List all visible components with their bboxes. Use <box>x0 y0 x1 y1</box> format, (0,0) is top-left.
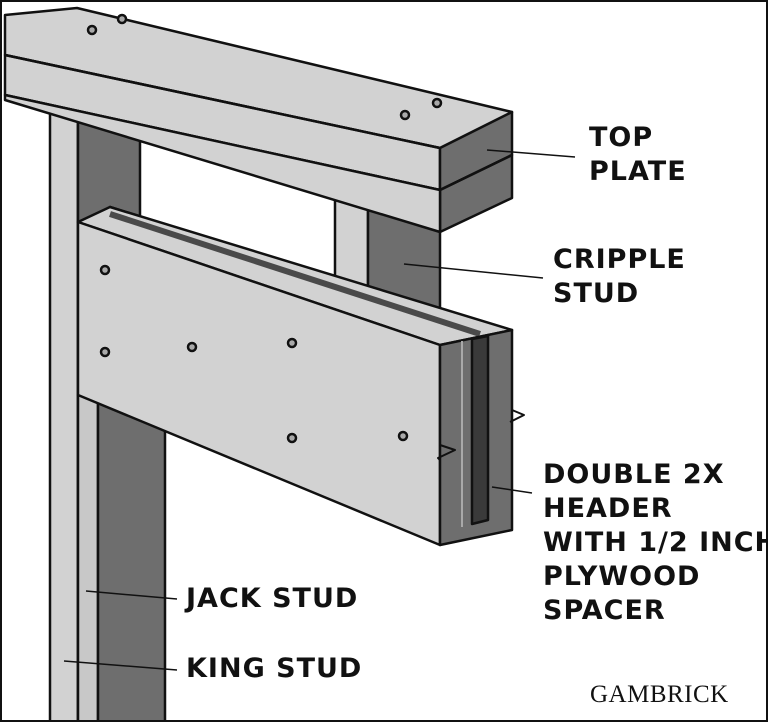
label-header-line-4: PLYWOOD <box>543 561 701 592</box>
label-header-line-2: HEADER <box>543 493 673 524</box>
label-top-plate: TOP PLATE <box>589 121 687 189</box>
label-top-plate-line-2: PLATE <box>589 156 687 187</box>
leader-top-plate <box>486 149 576 158</box>
leader-king-stud <box>63 660 178 671</box>
leader-lines <box>63 149 576 671</box>
signature: GAMBRICK <box>590 681 729 708</box>
leader-jack-stud <box>85 590 178 600</box>
label-header-line-5: SPACER <box>543 595 666 626</box>
label-cripple-stud-line-1: CRIPPLE <box>553 244 686 275</box>
label-jack-stud: JACK STUD <box>186 583 359 614</box>
leader-header <box>491 486 533 494</box>
label-header: DOUBLE 2X HEADER WITH 1/2 INCH PLYWOOD S… <box>543 458 768 628</box>
top-plate <box>3 6 514 234</box>
label-cripple-stud-line-2: STUD <box>553 278 640 309</box>
label-header-line-3: WITH 1/2 INCH <box>543 527 768 558</box>
jack-stud <box>76 393 167 722</box>
label-cripple-stud: CRIPPLE STUD <box>553 243 686 311</box>
label-header-line-1: DOUBLE 2X <box>543 459 725 490</box>
label-top-plate-line-1: TOP <box>589 122 654 153</box>
leader-cripple-stud <box>403 263 544 279</box>
double-header <box>76 205 525 547</box>
label-king-stud: KING STUD <box>186 653 363 684</box>
